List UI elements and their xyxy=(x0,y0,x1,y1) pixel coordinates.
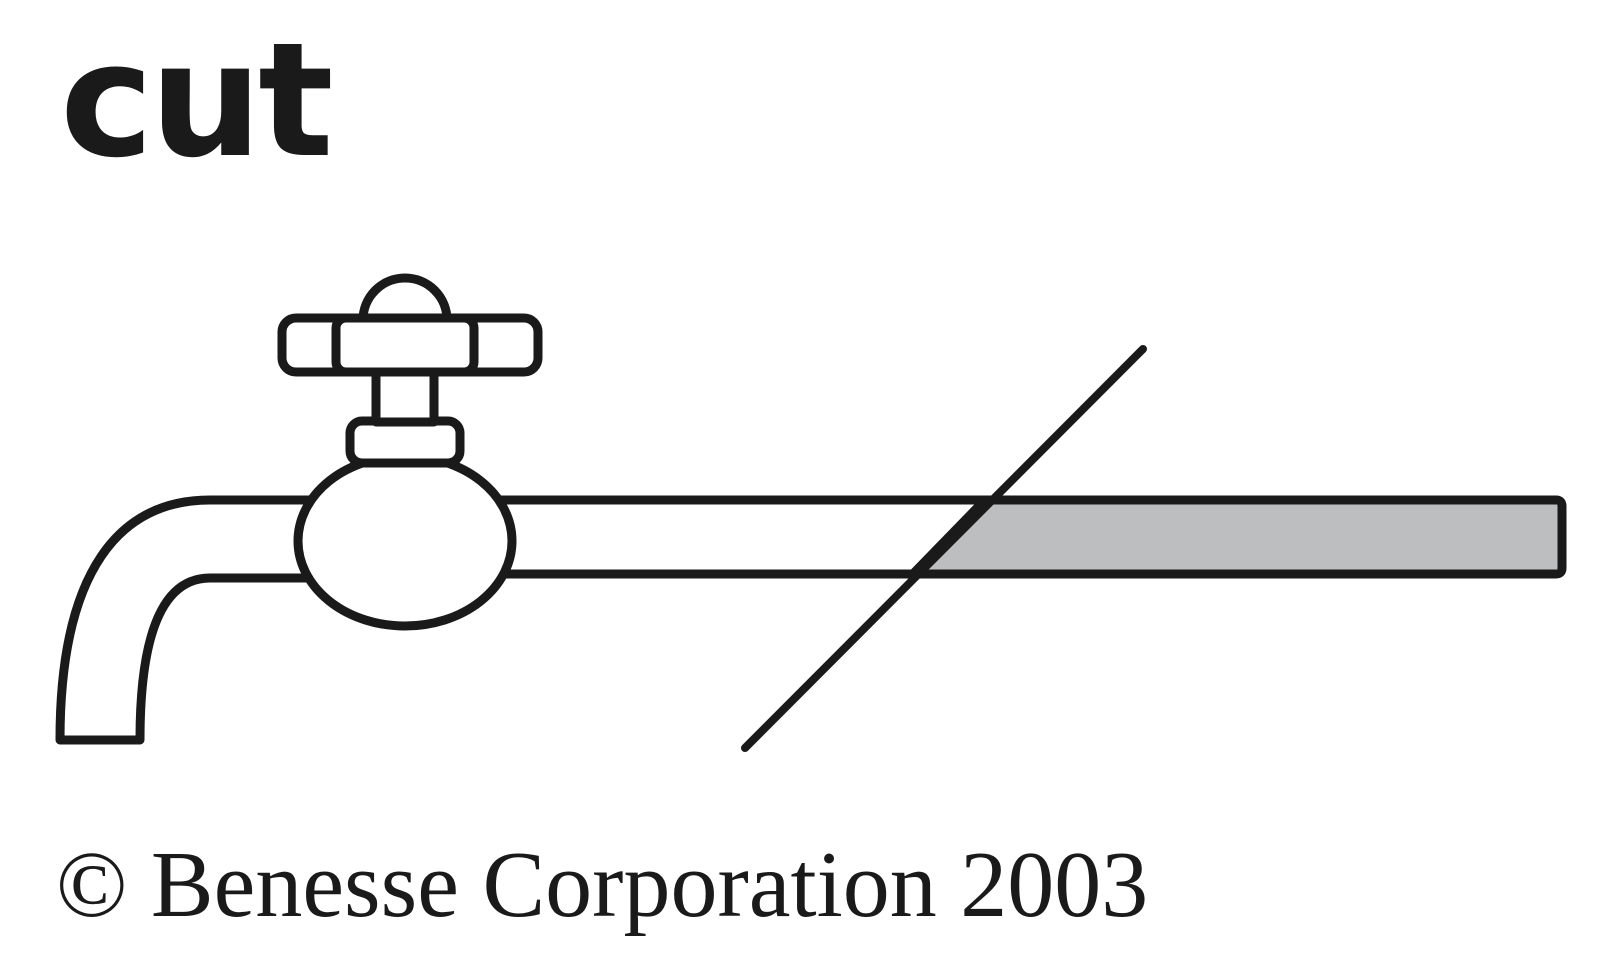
faucet-handle-center xyxy=(331,313,479,377)
pipe-cut-section xyxy=(908,495,1567,579)
cut-line-icon xyxy=(741,345,1147,752)
faucet-spout xyxy=(55,495,315,745)
faucet-nut xyxy=(345,416,465,468)
copyright-notice: © Benesse Corporation 2003 xyxy=(56,833,1149,937)
pipe-icon xyxy=(495,495,990,579)
page-title: cut xyxy=(60,9,334,193)
faucet-icon xyxy=(293,451,517,631)
faucet-knob xyxy=(358,273,452,325)
faucet-stem xyxy=(371,367,439,427)
